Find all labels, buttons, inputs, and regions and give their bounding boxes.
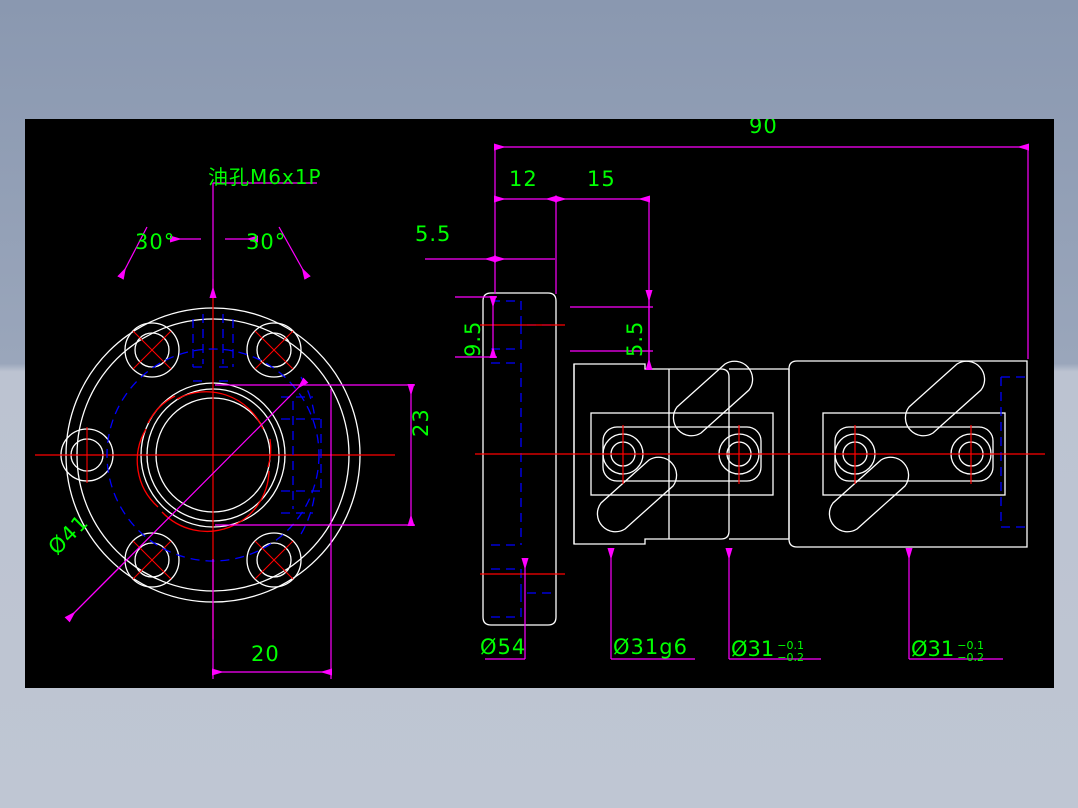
- flange-outline: [482, 292, 557, 626]
- overall-length-label: 90: [749, 119, 778, 138]
- cad-drawing-canvas[interactable]: 油孔M6x1P 30° 30° Ø41 23 20 90 12 15 5.5 9…: [25, 119, 1054, 688]
- right-diameter-label: Ø31: [911, 637, 955, 661]
- bolt-hole-bottom-left: [124, 532, 180, 588]
- flange-thickness-label: 9.5: [461, 320, 485, 357]
- flange-diameter-label: Ø54: [480, 635, 527, 659]
- side-view-centerlines: [475, 324, 1045, 575]
- mid-diameter-upper-tolerance: −0.1: [777, 639, 804, 653]
- mid-diameter-tolerance: −0.1−0.2: [777, 640, 804, 663]
- right-diameter-upper-tolerance: −0.1: [957, 639, 984, 653]
- step-height-label: 5.5: [623, 320, 647, 357]
- front-view-dimensions: [64, 182, 415, 679]
- segment-a-label: 12: [509, 167, 538, 191]
- angle-left-label: 30°: [135, 230, 176, 254]
- side-view-right-hidden: [1000, 376, 1027, 528]
- side-view-dimensions: [425, 143, 1030, 660]
- segment-b-label: 15: [587, 167, 616, 191]
- cad-vector-drawing: [35, 143, 1045, 679]
- right-diameter-lower-tolerance: −0.2: [957, 650, 984, 664]
- mid-diameter-dimension: Ø31−0.1−0.2: [731, 637, 804, 663]
- oil-hole-note-label: 油孔M6x1P: [208, 165, 322, 189]
- front-width-dim-label: 20: [251, 642, 280, 666]
- bolt-hole-top-left: [124, 322, 180, 378]
- side-view-flange-hidden: [491, 300, 556, 618]
- right-diameter-dimension: Ø31−0.1−0.2: [911, 637, 984, 663]
- front-height-dim-label: 23: [409, 408, 433, 437]
- bolt-hole-top-right: [246, 322, 302, 378]
- mid-diameter-label: Ø31: [731, 637, 775, 661]
- offset-left-label: 5.5: [415, 222, 452, 246]
- front-view-centerlines: [35, 279, 395, 639]
- side-view-flange: [482, 292, 557, 626]
- bolt-hole-bottom-right: [246, 532, 302, 588]
- angle-right-label: 30°: [246, 230, 287, 254]
- front-view-hidden-lines: [106, 314, 322, 562]
- shaft-fit-diameter-label: Ø31g6: [613, 635, 688, 659]
- mid-diameter-lower-tolerance: −0.2: [777, 650, 804, 664]
- right-diameter-tolerance: −0.1−0.2: [957, 640, 984, 663]
- side-view-mid-details: [596, 360, 760, 533]
